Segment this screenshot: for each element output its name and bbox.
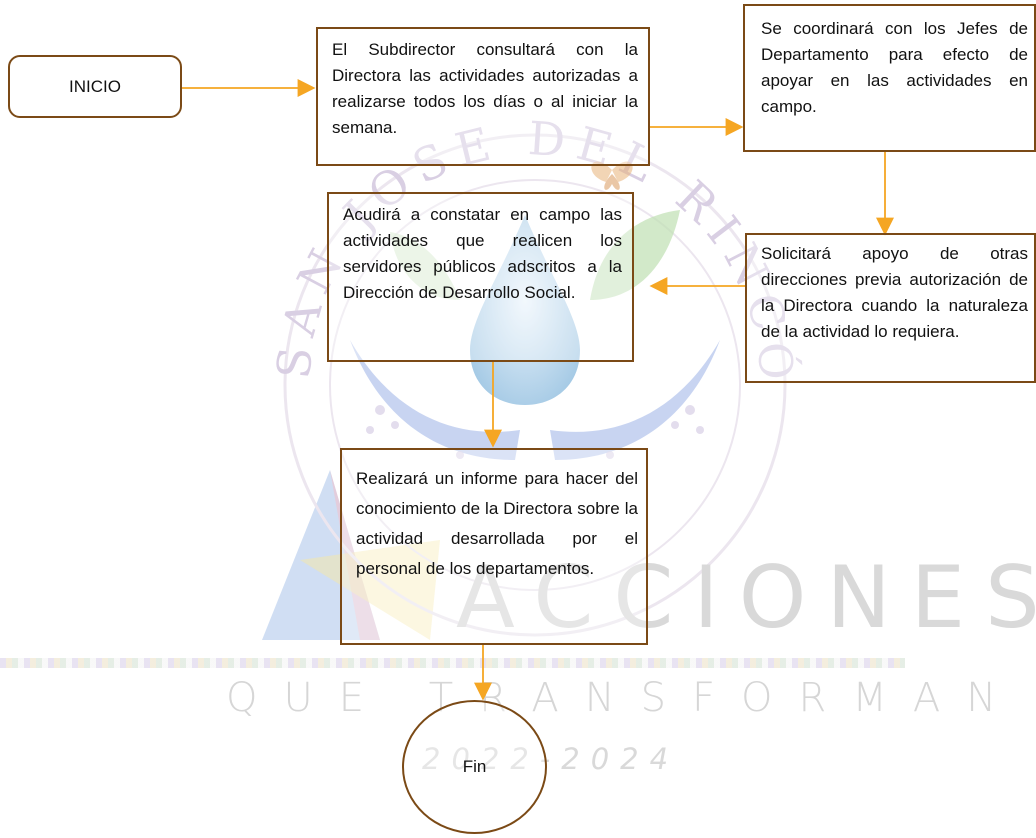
watermark-acciones: ACCIONES bbox=[456, 548, 1036, 648]
leaf-icon bbox=[590, 210, 680, 300]
step1-box: El Subdirector consultará con la Directo… bbox=[316, 27, 650, 166]
water-drop-icon bbox=[470, 215, 580, 405]
step5-text: Realizará un informe para hacer del cono… bbox=[356, 469, 638, 578]
butterfly-icon bbox=[591, 161, 633, 190]
end-node: Fin bbox=[402, 700, 547, 834]
step2-text: Se coordinará con los Jefes de Departame… bbox=[761, 19, 1028, 116]
step5-box: Realizará un informe para hacer del cono… bbox=[340, 448, 648, 645]
step4-text: Acudirá a constatar en campo las activid… bbox=[343, 205, 622, 302]
start-label: INICIO bbox=[69, 76, 121, 96]
step1-text: El Subdirector consultará con la Directo… bbox=[332, 40, 638, 137]
start-node: INICIO bbox=[8, 55, 182, 118]
step3-box: Solicitará apoyo de otras direcciones pr… bbox=[745, 233, 1036, 383]
end-label: Fin bbox=[462, 757, 487, 776]
step4-box: Acudirá a constatar en campo las activid… bbox=[327, 192, 634, 362]
watermark-tagline: QUE TRANSFORMAN bbox=[226, 675, 1023, 721]
decorative-band bbox=[0, 658, 905, 668]
step3-text: Solicitará apoyo de otras direcciones pr… bbox=[761, 244, 1028, 341]
step2-box: Se coordinará con los Jefes de Departame… bbox=[743, 4, 1036, 152]
brand-a-mark bbox=[262, 470, 380, 640]
